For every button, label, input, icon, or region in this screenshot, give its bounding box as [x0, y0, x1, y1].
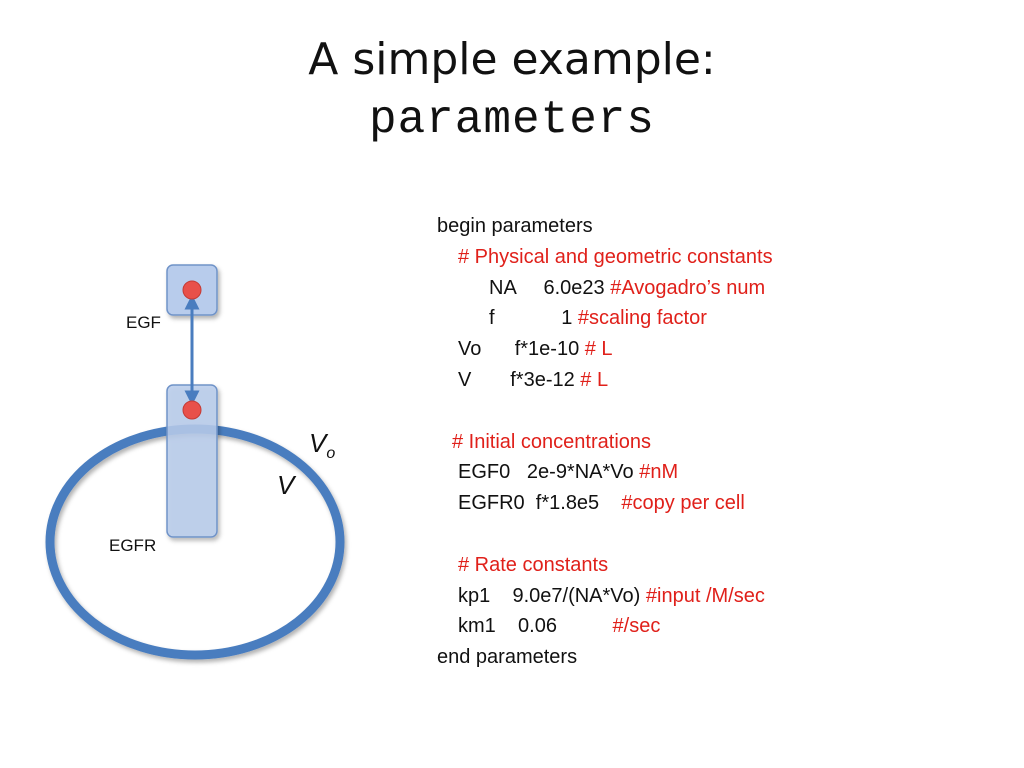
comment-text: # Physical and geometric constants: [458, 245, 773, 268]
v-label: V: [277, 470, 295, 500]
end-parameters-line: end parameters: [437, 646, 578, 669]
param-f: f 1 #scaling factor: [437, 303, 773, 334]
param-def: EGF0 2e-9*NA*Vo: [458, 461, 640, 484]
parameters-code-block: begin parameters # Physical and geometri…: [437, 211, 773, 673]
param-na: NA 6.0e23 #Avogadro’s num: [437, 273, 773, 304]
param-vo: Vo f*1e-10 # L: [437, 334, 773, 365]
egfr-label: EGFR: [109, 536, 157, 555]
param-def: f 1: [489, 307, 578, 330]
comment-initial-concentrations: # Initial concentrations: [437, 427, 773, 458]
param-def: kp1 9.0e7/(NA*Vo): [458, 584, 646, 607]
param-km1: km1 0.06 #/sec: [437, 611, 773, 642]
comment-rate-constants: # Rate constants: [437, 550, 773, 581]
blank-line: [437, 396, 773, 427]
slide-title: A simple example: parameters: [0, 30, 1024, 150]
egf-label: EGF: [126, 313, 161, 332]
param-comment: #/sec: [612, 615, 661, 638]
param-def: km1 0.06: [458, 615, 613, 638]
param-comment: #scaling factor: [577, 307, 707, 330]
comment-text: # Initial concentrations: [452, 430, 652, 453]
vo-label-sub: o: [326, 445, 336, 462]
comment-text: # Rate constants: [458, 553, 609, 576]
param-v: V f*3e-12 # L: [437, 365, 773, 396]
param-comment: #nM: [639, 461, 679, 484]
param-egfr0: EGFR0 f*1.8e5 #copy per cell: [437, 488, 773, 519]
vo-label: Vo: [309, 428, 335, 463]
param-egf0: EGF0 2e-9*NA*Vo #nM: [437, 457, 773, 488]
param-kp1: kp1 9.0e7/(NA*Vo) #input /M/sec: [437, 581, 773, 612]
comment-physical-constants: # Physical and geometric constants: [437, 242, 773, 273]
egf-ligand-dot: [182, 280, 202, 300]
param-def: V f*3e-12: [458, 368, 581, 391]
param-comment: # L: [584, 338, 613, 361]
param-comment: # L: [580, 368, 609, 391]
blank-line: [437, 519, 773, 550]
param-comment: #input /M/sec: [645, 584, 765, 607]
param-comment: #Avogadro’s num: [610, 276, 766, 299]
param-def: Vo f*1e-10: [458, 338, 585, 361]
param-comment: #copy per cell: [621, 492, 745, 515]
title-text: A simple example:: [308, 34, 716, 85]
vo-label-main: V: [309, 428, 327, 458]
param-def: EGFR0 f*1.8e5: [458, 492, 622, 515]
begin-parameters-line: begin parameters: [437, 215, 593, 237]
receptor-binding-site-dot: [182, 400, 202, 420]
title-code-text: parameters: [368, 94, 656, 146]
param-def: NA 6.0e23: [489, 276, 611, 299]
